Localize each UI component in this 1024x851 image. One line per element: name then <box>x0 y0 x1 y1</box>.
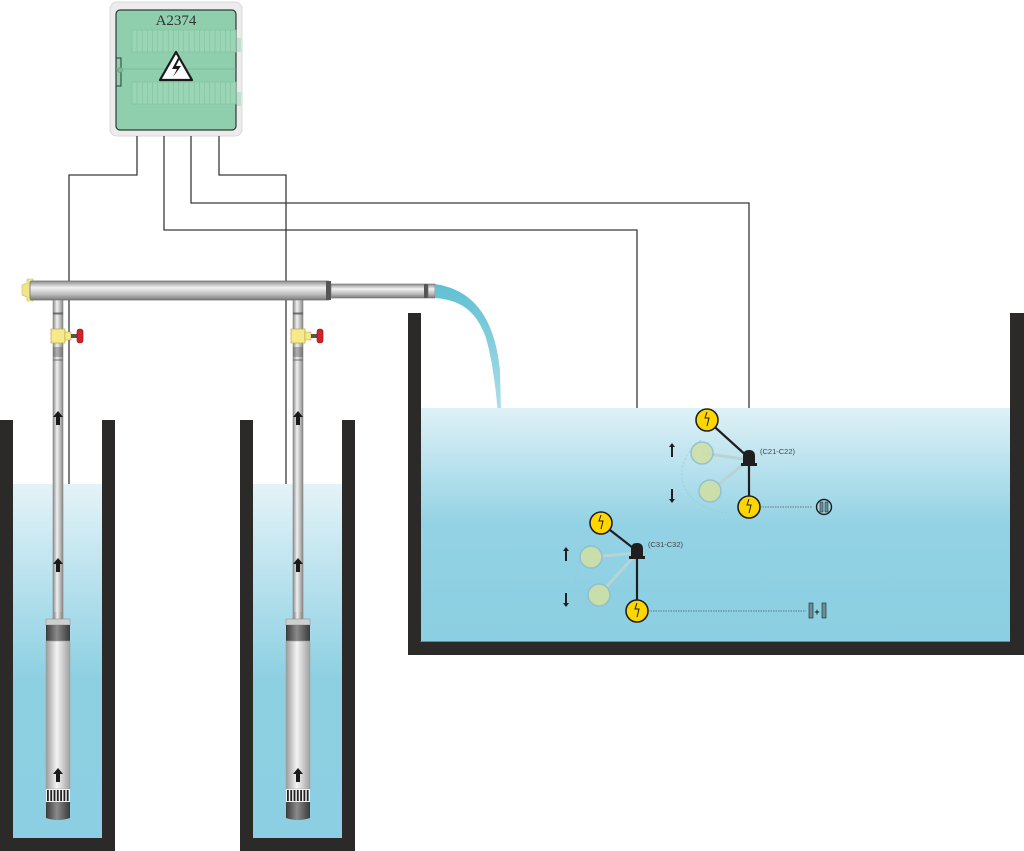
manifold-pipe <box>21 278 436 302</box>
float-swing-arc <box>681 439 730 514</box>
gate-valve <box>50 328 84 344</box>
arrow-down-icon <box>563 593 569 607</box>
svg-text:+: + <box>814 607 819 617</box>
well-wall-right <box>102 420 115 851</box>
cable-pump-1 <box>68 136 138 620</box>
pump-alternation-icon <box>815 498 833 516</box>
float-switch-label: (C21-C22) <box>760 447 796 456</box>
valve-handle <box>76 328 84 344</box>
float-swing-arc <box>575 542 618 618</box>
submersible-pump <box>45 612 71 820</box>
well-wall-left <box>0 420 13 851</box>
flow-arrow-icon <box>53 768 63 782</box>
flow-arrow-icon <box>293 768 303 782</box>
cable-weight <box>741 450 757 466</box>
well-wall-left <box>240 420 253 851</box>
flow-arrow-icon <box>53 411 63 425</box>
float-ghost <box>698 479 722 503</box>
arrow-up-icon <box>563 547 569 561</box>
float-switch-2: (C31-C32) + <box>563 511 827 623</box>
float-switch-label: (C31-C32) <box>648 540 684 549</box>
cable-weight <box>629 543 645 559</box>
water-stream <box>435 284 502 455</box>
gate-valve <box>290 328 324 344</box>
float-ghost <box>587 583 611 607</box>
float-switch-1: (C21-C22) <box>669 408 833 519</box>
cables <box>68 136 750 620</box>
cable-float-2 <box>163 136 638 548</box>
float-up-icon <box>695 408 719 432</box>
float-ghost <box>579 545 603 569</box>
float-ghost <box>690 441 714 465</box>
well-wall-right <box>342 420 355 851</box>
control-box: A2374 <box>109 1 243 137</box>
cable-float-1 <box>190 136 750 455</box>
well-2 <box>240 299 355 851</box>
valve-handle <box>316 328 324 344</box>
cable-pump-2 <box>218 136 287 620</box>
arrow-down-icon <box>669 489 675 503</box>
high-voltage-icon <box>158 50 194 82</box>
well-floor <box>240 838 355 851</box>
arrow-up-icon <box>669 443 675 457</box>
flow-arrow-icon <box>293 558 303 572</box>
float-up-icon <box>589 511 613 535</box>
pumps-parallel-icon: + <box>808 602 827 619</box>
control-box-label: A2374 <box>156 13 197 29</box>
flow-arrow-icon <box>53 558 63 572</box>
well-floor <box>0 838 115 851</box>
storage-tank <box>408 313 1024 655</box>
well-1 <box>0 299 115 851</box>
flow-arrow-icon <box>293 411 303 425</box>
submersible-pump <box>285 612 311 820</box>
